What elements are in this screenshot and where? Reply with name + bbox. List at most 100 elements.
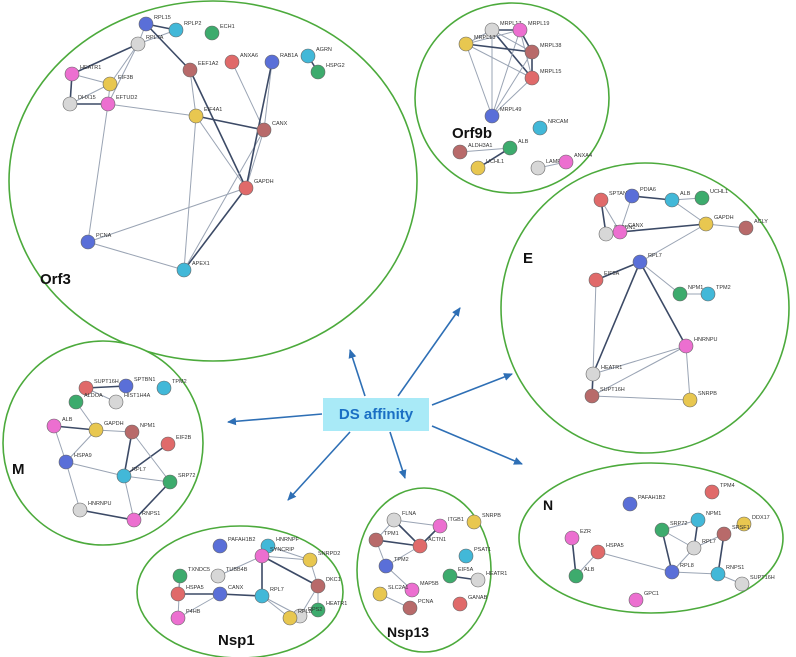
edge bbox=[261, 555, 311, 561]
edge bbox=[65, 429, 97, 463]
node bbox=[310, 578, 326, 594]
node bbox=[378, 558, 394, 574]
cluster-outline-orf3 bbox=[8, 0, 418, 362]
node-label: MAP5B bbox=[420, 581, 439, 587]
node bbox=[64, 66, 80, 82]
node-label: NRCAM bbox=[548, 119, 569, 125]
node-label: NPM1 bbox=[140, 423, 155, 429]
edge bbox=[87, 103, 109, 243]
edge bbox=[591, 395, 691, 401]
node bbox=[588, 272, 604, 288]
node bbox=[212, 586, 228, 602]
cluster-label-nsp1: Nsp1 bbox=[218, 632, 255, 649]
cluster-outline-e bbox=[500, 162, 790, 454]
node-label: TPM2 bbox=[394, 557, 409, 563]
node-label: SRP72 bbox=[178, 473, 195, 479]
node-label: EIF2B bbox=[176, 435, 192, 441]
node bbox=[372, 586, 388, 602]
node-label: SRSF1 bbox=[732, 525, 750, 531]
node bbox=[182, 62, 198, 78]
edge bbox=[465, 43, 533, 53]
node bbox=[224, 54, 240, 70]
node-label: GAPDH bbox=[104, 421, 124, 427]
node-label: HSPG2 bbox=[326, 63, 345, 69]
node-label: ITGB1 bbox=[448, 517, 464, 523]
node-label: ALB bbox=[518, 139, 529, 145]
edge bbox=[87, 187, 247, 243]
edge bbox=[133, 481, 171, 521]
cluster-label-m: M bbox=[12, 461, 25, 478]
node-label: TPM1 bbox=[384, 531, 399, 537]
node bbox=[102, 76, 118, 92]
edge bbox=[79, 509, 135, 521]
node-label: PCNA bbox=[418, 599, 434, 605]
node-label: APEX1 bbox=[192, 261, 210, 267]
node-label: SNRPB bbox=[482, 513, 501, 519]
edge bbox=[65, 461, 125, 477]
node-label: SNRPB bbox=[698, 391, 717, 397]
edge bbox=[639, 261, 687, 347]
node bbox=[118, 378, 134, 394]
node-label: HSPA9 bbox=[74, 453, 92, 459]
node bbox=[402, 600, 418, 616]
node-label: TXNDC5 bbox=[188, 567, 210, 573]
edge bbox=[177, 593, 221, 619]
node bbox=[512, 22, 528, 38]
node-label: P4HB bbox=[186, 609, 201, 615]
node bbox=[484, 108, 500, 124]
node-label: FLNA bbox=[402, 511, 416, 517]
cluster-nsp13: FLNAITGB1SNRPBTPM1ACTN1TPM2PSAT1EIF5AHEA… bbox=[356, 487, 507, 653]
node bbox=[585, 366, 601, 382]
edge bbox=[592, 261, 641, 375]
node bbox=[470, 160, 486, 176]
edge bbox=[685, 345, 691, 401]
node-label: RPLP2 bbox=[184, 21, 201, 27]
node-label: RPL15 bbox=[154, 15, 171, 21]
node-label: ALDH3A1 bbox=[468, 143, 492, 149]
node bbox=[710, 566, 726, 582]
node bbox=[704, 484, 720, 500]
cluster-label-e: E bbox=[523, 250, 534, 267]
node bbox=[62, 96, 78, 112]
cluster-n: TPM4PAFAH1B2NPM1SRP72RPL7EZRDDX17SRSF1HS… bbox=[518, 462, 784, 614]
node bbox=[470, 572, 486, 588]
edge bbox=[393, 519, 441, 527]
edge bbox=[591, 345, 687, 397]
node-label: SUPT16H bbox=[750, 575, 775, 581]
center-label: DS affinity bbox=[338, 406, 414, 423]
edge bbox=[592, 345, 687, 375]
node-label: DKC1 bbox=[326, 577, 341, 583]
node-label: HNRNPU bbox=[694, 337, 718, 343]
node-label: RPL7 bbox=[648, 253, 662, 259]
edge bbox=[65, 461, 81, 511]
node bbox=[558, 154, 574, 170]
node bbox=[524, 70, 540, 86]
node bbox=[238, 180, 254, 196]
edge bbox=[267, 545, 311, 561]
node-label: EIF3B bbox=[118, 75, 134, 81]
node bbox=[386, 512, 402, 528]
node-label: RAB1A bbox=[280, 53, 298, 59]
node-label: HEATR1 bbox=[326, 601, 347, 607]
edge bbox=[597, 551, 673, 573]
node-label: HEATR1 bbox=[80, 65, 101, 71]
node bbox=[212, 538, 228, 554]
node bbox=[46, 418, 62, 434]
edge bbox=[619, 223, 707, 233]
node-label: MRPL17 bbox=[500, 21, 521, 27]
node bbox=[68, 394, 84, 410]
node-label: DHX15 bbox=[78, 95, 96, 101]
edge bbox=[123, 475, 135, 521]
node bbox=[452, 144, 468, 160]
node bbox=[624, 188, 640, 204]
node bbox=[156, 380, 172, 396]
node-label: MRPL13 bbox=[474, 35, 495, 41]
node-label: NPM1 bbox=[706, 511, 721, 517]
node bbox=[160, 436, 176, 452]
node bbox=[584, 388, 600, 404]
arrow-to-nsp13 bbox=[389, 431, 407, 479]
edge bbox=[465, 43, 533, 79]
